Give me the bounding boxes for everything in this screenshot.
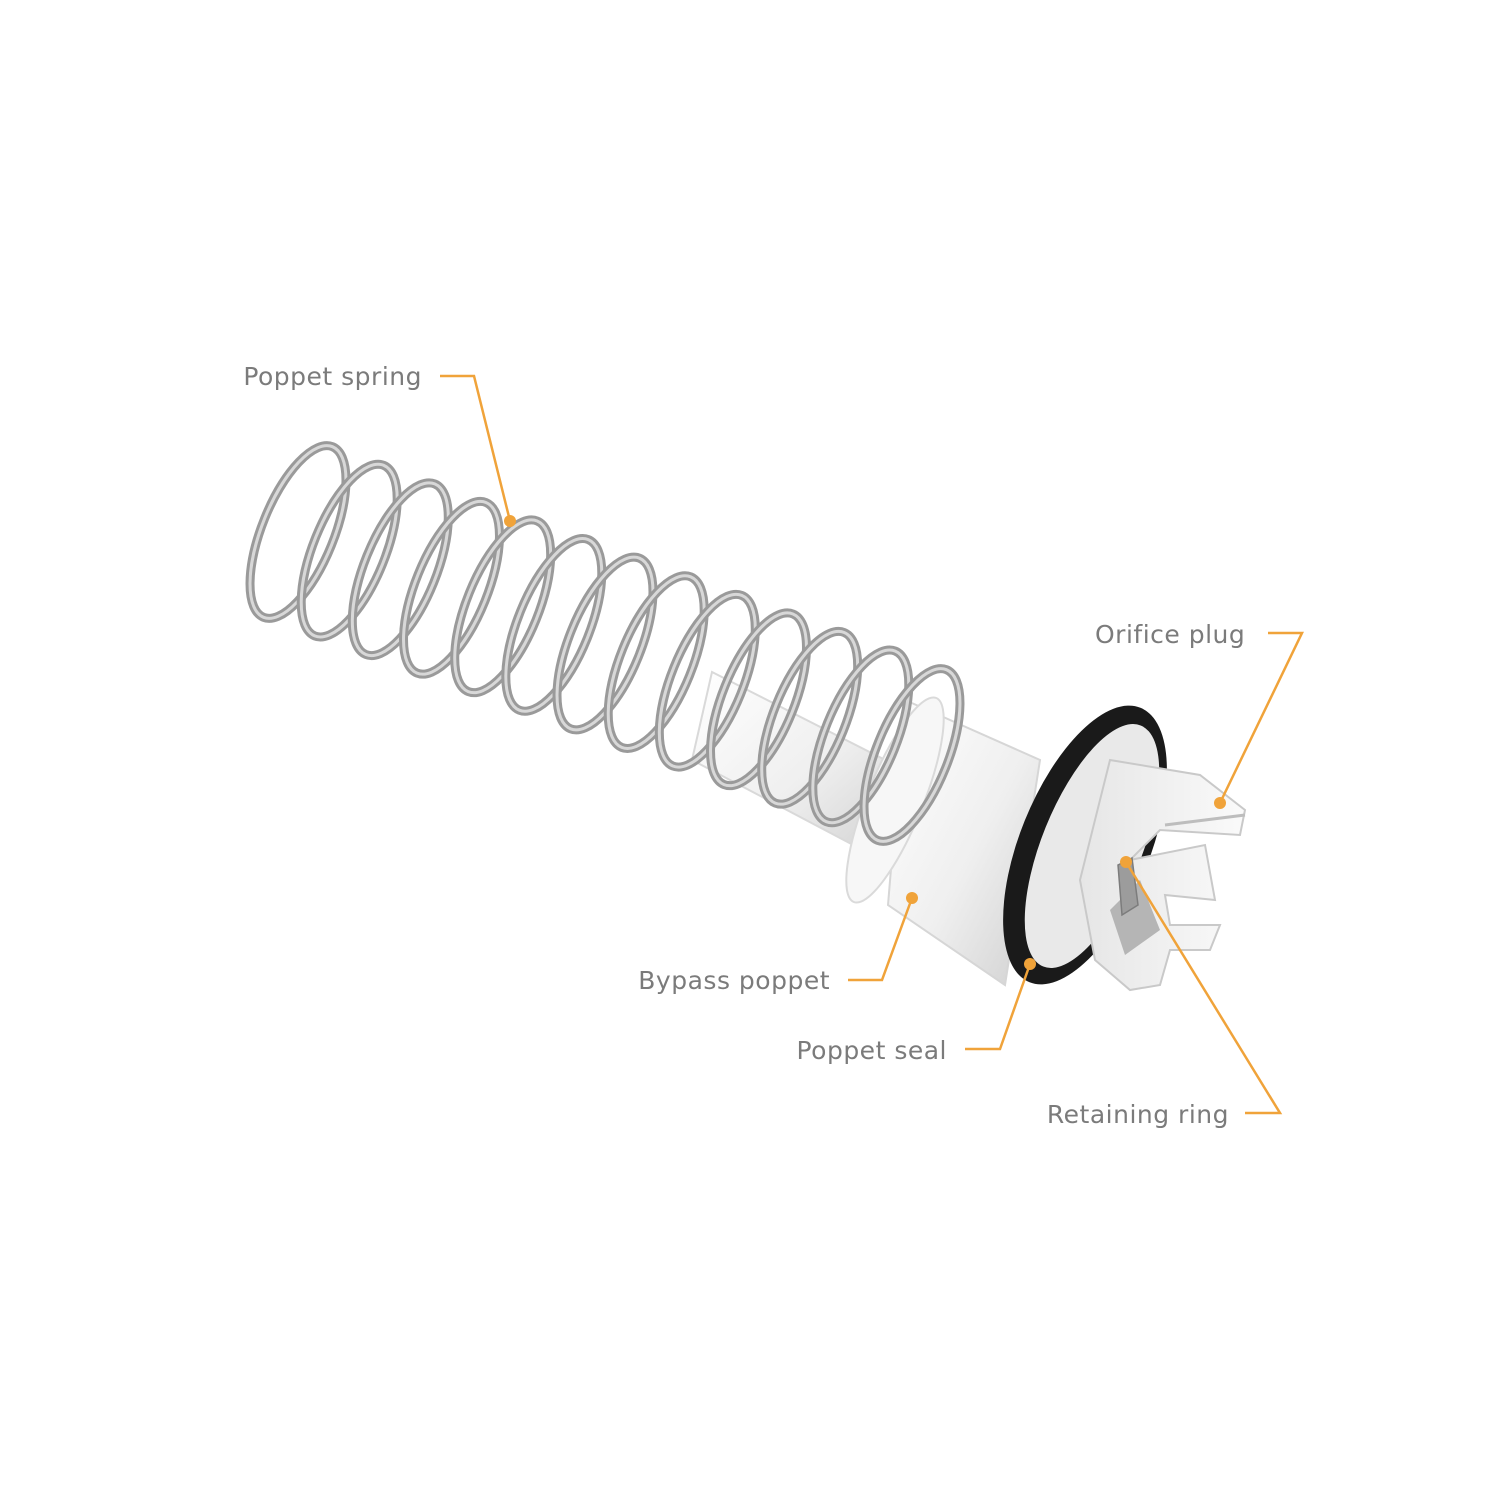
orifice-plug [1078,758,1247,992]
label-poppet-seal: Poppet seal [796,1036,947,1065]
spring-coil-highlight [862,667,962,843]
spring-coil-highlight [709,611,808,788]
dot-retaining-ring [1120,856,1132,868]
leader-dots [504,515,1226,970]
leader-poppet-seal [965,963,1032,1051]
dot-orifice-plug [1214,797,1226,809]
spring-coil-highlight [350,481,450,658]
dot-poppet-seal [1024,958,1036,970]
label-orifice-plug: Orifice plug [1095,620,1246,649]
leader-bypass-poppet [848,897,914,982]
label-bypass-poppet: Bypass poppet [638,966,830,995]
spring-coil-highlight [402,499,501,676]
spring-coil-highlight [555,555,655,732]
poppet-spring [245,441,965,846]
label-retaining-ring: Retaining ring [1046,1100,1229,1129]
leader-lines [440,374,1304,1115]
dot-poppet-spring [504,515,516,527]
spring-coil-highlight [811,648,911,825]
spring-coil-highlight [760,629,860,806]
leader-poppet-spring [440,374,512,522]
label-poppet-spring: Poppet spring [243,362,422,391]
leader-retaining-ring [1124,861,1283,1115]
leader-orifice-plug [1218,631,1304,804]
spring-coil-highlight [504,537,604,713]
spring-coil-highlight [248,444,348,620]
spring-coil-highlight [657,592,757,769]
spring-coil-highlight [453,518,553,695]
spring-coil-highlight [299,462,399,639]
dot-bypass-poppet [906,892,918,904]
spring-coil-highlight [606,574,706,750]
